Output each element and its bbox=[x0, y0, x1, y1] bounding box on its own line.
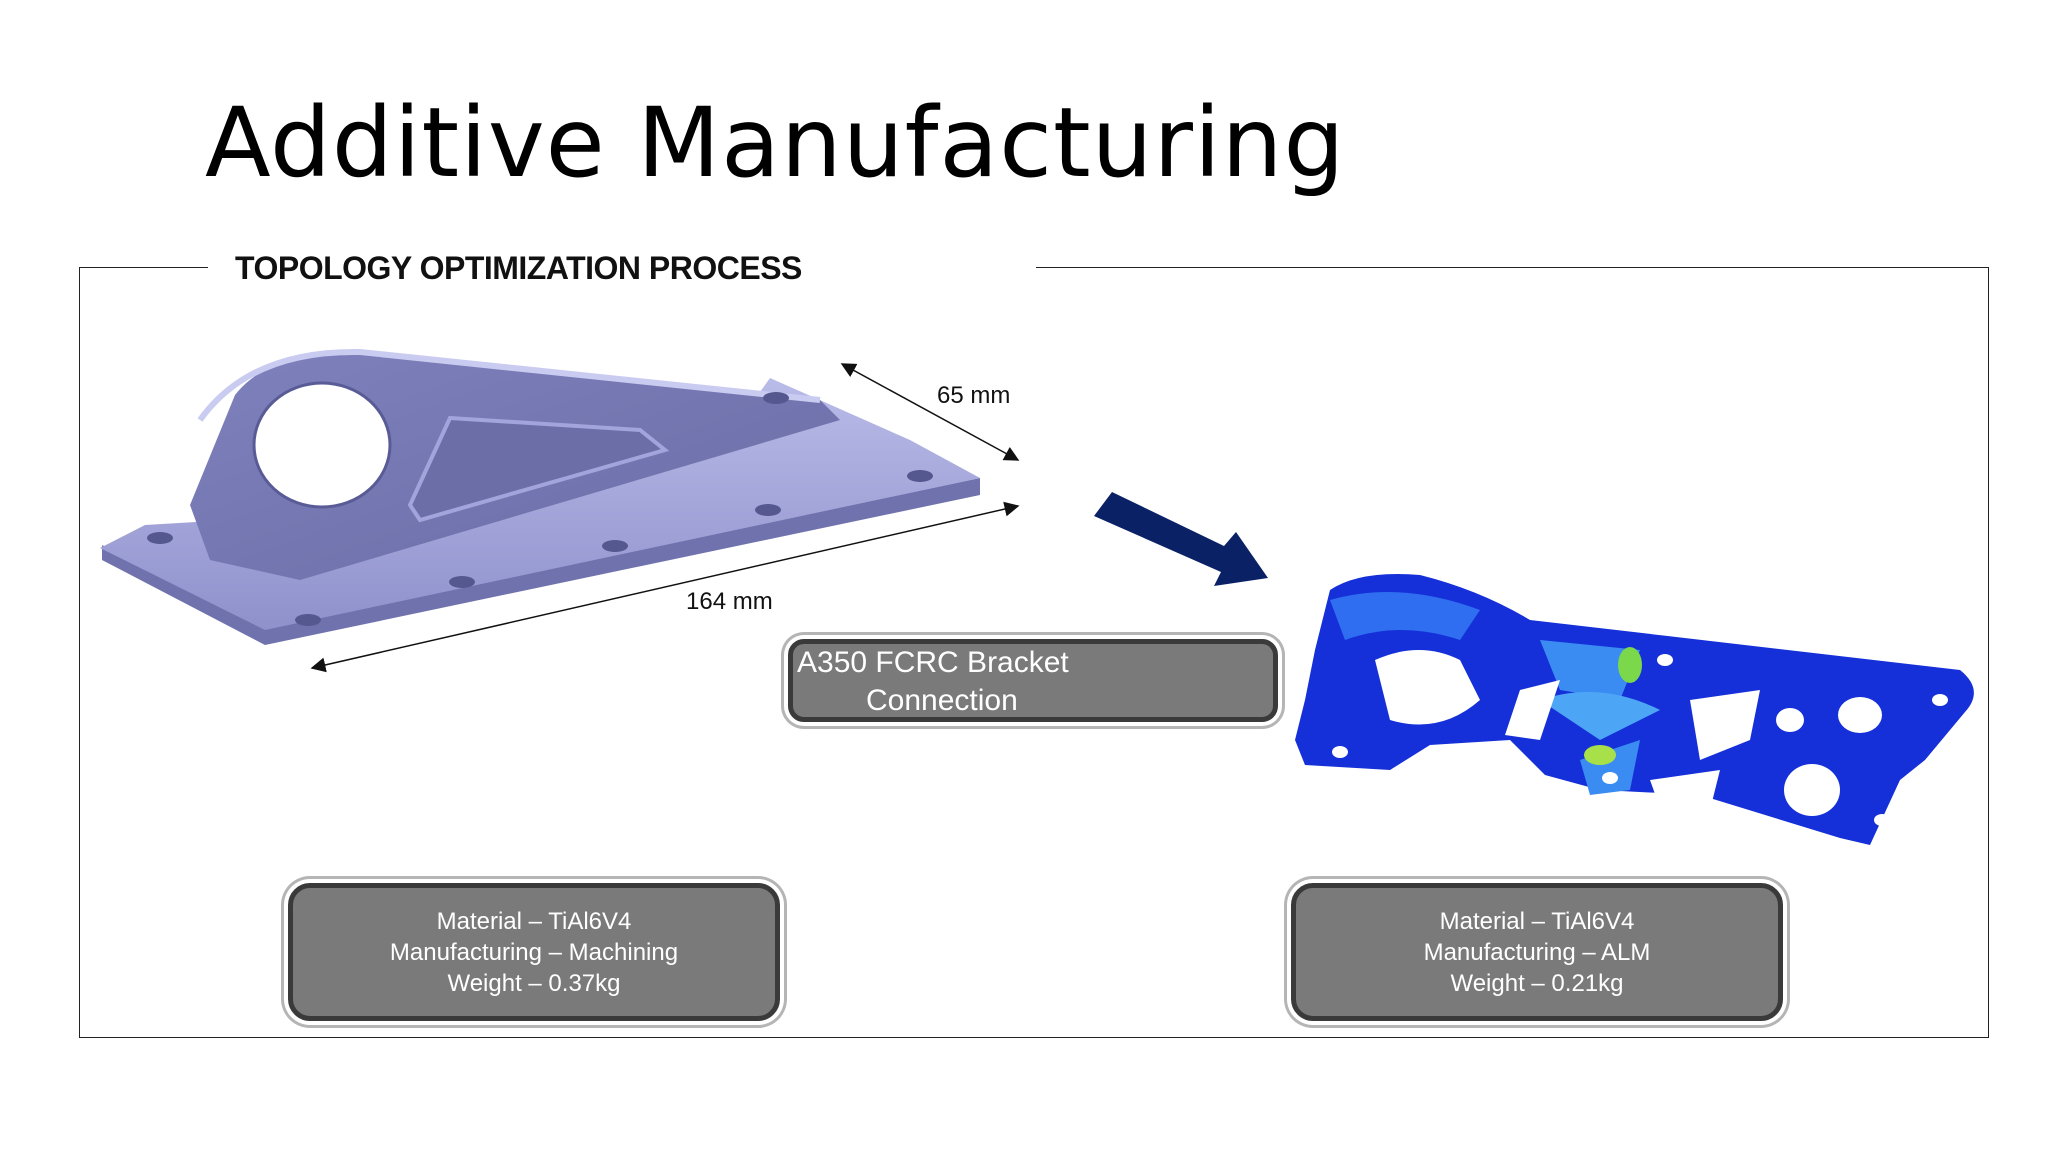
caption-line-1: A350 FCRC Bracket bbox=[797, 646, 1069, 679]
original-part-spec-box: Material – TiAl6V4 Manufacturing – Machi… bbox=[288, 883, 780, 1021]
section-label: TOPOLOGY OPTIMIZATION PROCESS bbox=[208, 248, 1036, 288]
process-arrow-icon bbox=[1094, 492, 1268, 586]
optimized-manufacturing-text: Manufacturing – ALM bbox=[1423, 938, 1651, 966]
length-dimension-label: 164 mm bbox=[686, 588, 773, 615]
slide-title: Additive Manufacturing bbox=[205, 87, 1346, 199]
optimized-material-text: Material – TiAl6V4 bbox=[1439, 907, 1635, 935]
width-dimension-line bbox=[840, 363, 1020, 461]
original-manufacturing-text: Manufacturing – Machining bbox=[389, 938, 679, 966]
optimized-weight-text: Weight – 0.21kg bbox=[1450, 969, 1624, 997]
caption-line-2: Connection bbox=[866, 684, 1018, 717]
original-material-text: Material – TiAl6V4 bbox=[436, 907, 632, 935]
width-dimension-label: 65 mm bbox=[937, 382, 1011, 409]
original-weight-text: Weight – 0.37kg bbox=[447, 969, 621, 997]
original-bracket-image bbox=[100, 348, 980, 645]
optimized-part-spec-box: Material – TiAl6V4 Manufacturing – ALM W… bbox=[1291, 883, 1783, 1021]
length-dimension-line bbox=[310, 501, 1020, 673]
optimized-bracket-image bbox=[1295, 574, 1974, 845]
part-caption-box: A350 FCRC Bracket Connection bbox=[788, 639, 1278, 722]
